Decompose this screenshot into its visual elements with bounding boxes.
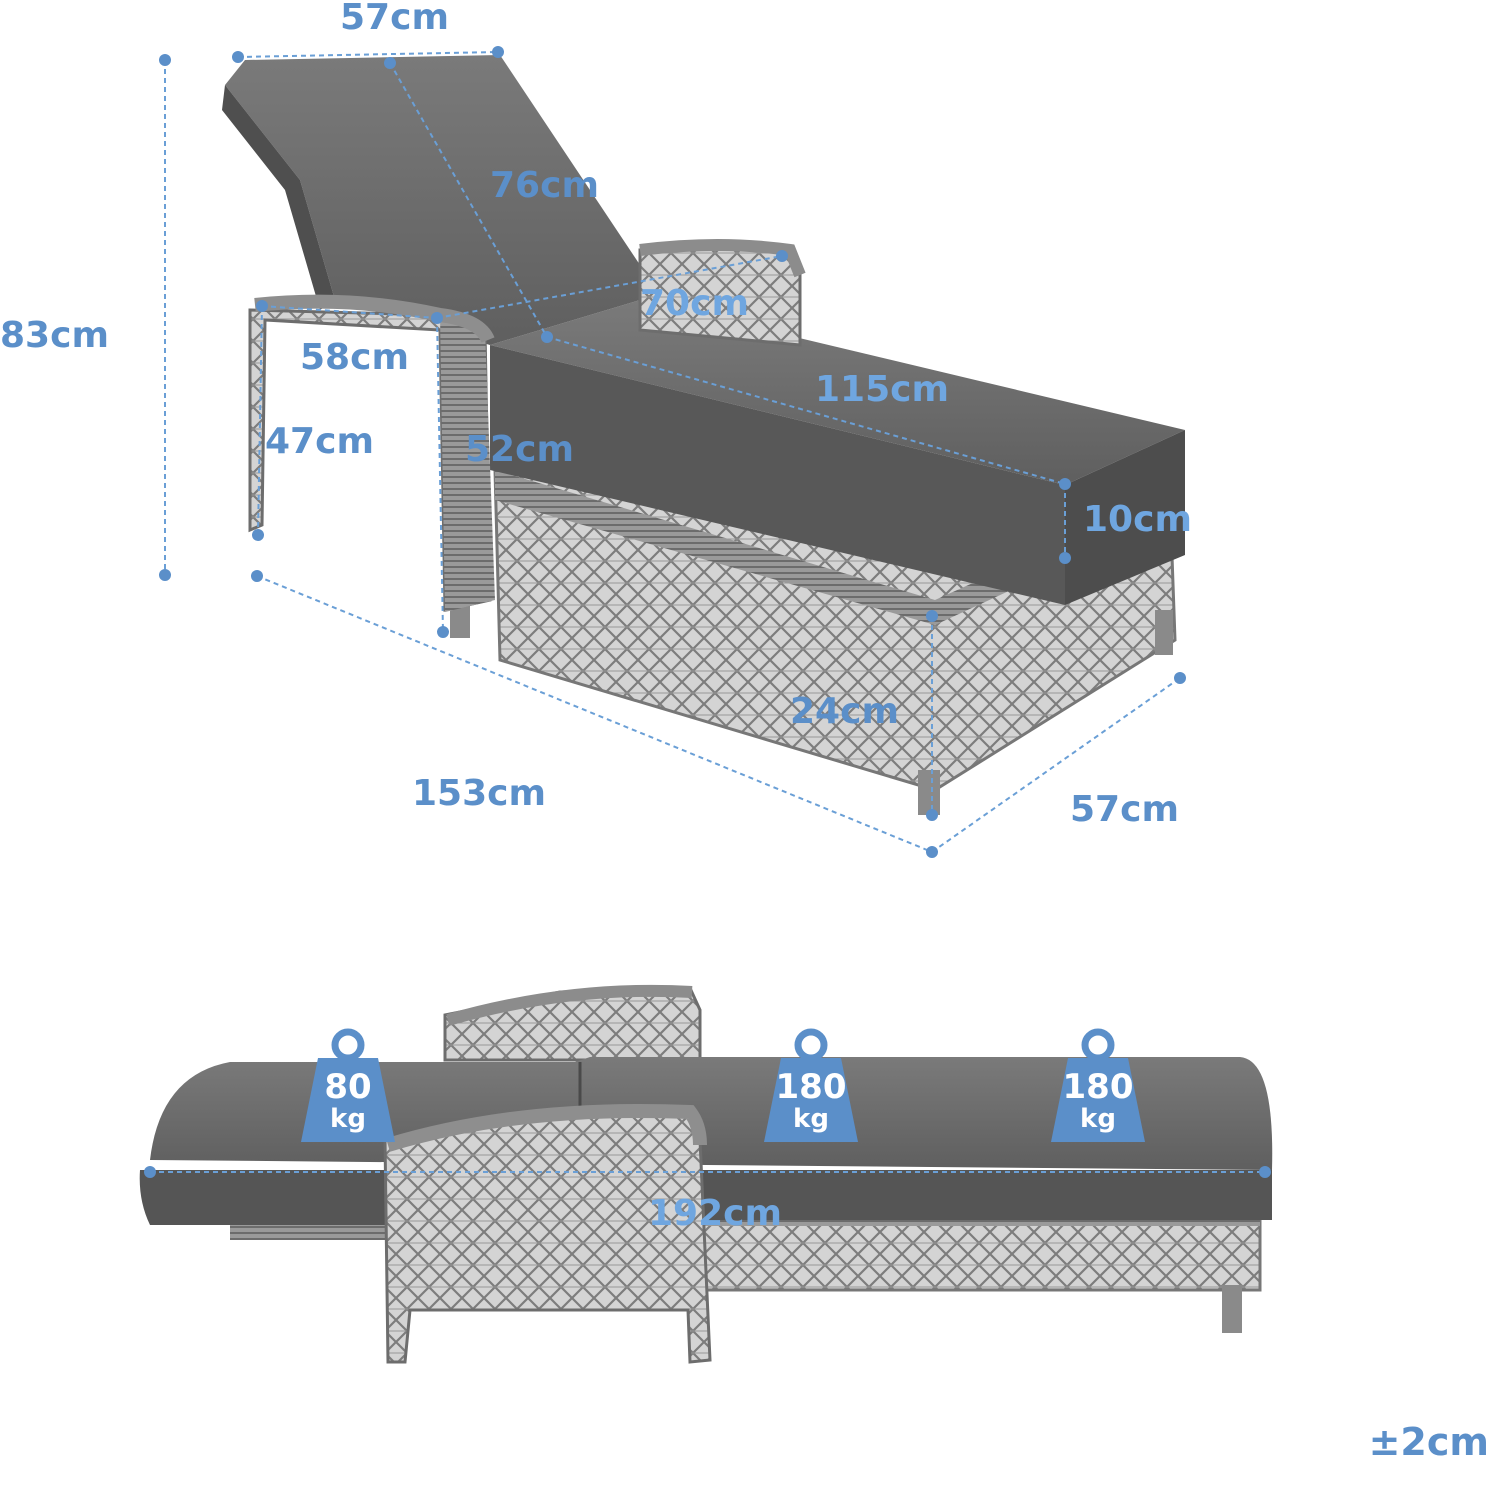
- dim-line-arm-inner: [436, 317, 444, 633]
- seat-cushion-front: [490, 345, 1065, 605]
- weight-value-3: 180: [1062, 1067, 1134, 1107]
- armrest-front-side: [440, 315, 495, 612]
- weight-marker-80: [301, 1028, 395, 1142]
- weight-unit-1: kg: [330, 1104, 366, 1134]
- weight-value-1: 80: [324, 1067, 372, 1107]
- label-total-length: 153cm: [412, 773, 546, 814]
- backrest-cushion-edge: [222, 85, 335, 310]
- label-top-width: 57cm: [340, 0, 449, 38]
- backrest-cushion: [225, 55, 640, 345]
- label-inner-width: 70cm: [640, 283, 749, 324]
- dimension-points-top: [159, 46, 1186, 858]
- weight-markers: [301, 1028, 1145, 1142]
- lounger-reclined: [222, 55, 1185, 815]
- flat-leg: [1222, 1285, 1242, 1333]
- lounger-leg: [918, 770, 940, 815]
- weight-label-3: 180 kg: [1048, 1070, 1148, 1132]
- armrest-front-top: [254, 294, 495, 344]
- dim-line-bottom-width: [931, 677, 1181, 853]
- weight-unit-2: kg: [793, 1104, 829, 1134]
- dimension-flat-length: [144, 1166, 1271, 1178]
- dimension-lines-top: [164, 51, 1181, 853]
- weight-marker-180-b: [1051, 1028, 1145, 1142]
- weight-marker-180-a: [764, 1028, 858, 1142]
- dim-line-total-length: [256, 575, 933, 853]
- label-cushion-thickness: 10cm: [1083, 499, 1192, 540]
- seat-cushion-top: [490, 300, 1185, 485]
- label-seat-height: 24cm: [790, 691, 899, 732]
- seat-cushion-side: [1065, 430, 1185, 605]
- label-flat-length: 192cm: [648, 1193, 782, 1234]
- lounger-flat: [139, 984, 1273, 1364]
- dim-line-armrest-depth: [261, 305, 438, 319]
- label-seat-length: 115cm: [815, 369, 949, 410]
- label-arm-height-inner: 52cm: [465, 429, 574, 470]
- weight-label-2: 180 kg: [761, 1070, 861, 1132]
- dim-line-backrest: [389, 62, 548, 338]
- dim-line-inner-width: [436, 255, 783, 319]
- weight-value-2: 180: [775, 1067, 847, 1107]
- tolerance-note: ±2cm: [1368, 1420, 1489, 1464]
- flat-armrest-back-top: [446, 984, 693, 1026]
- lounger-leg: [1155, 610, 1173, 655]
- label-backrest-length: 76cm: [490, 165, 599, 206]
- flat-armrest-front: [383, 1106, 712, 1364]
- label-armrest-depth: 58cm: [300, 337, 409, 378]
- dim-line-top-width: [237, 51, 499, 58]
- weight-label-1: 80 kg: [298, 1070, 398, 1132]
- label-arm-height-outer: 47cm: [265, 421, 374, 462]
- weight-unit-3: kg: [1080, 1104, 1116, 1134]
- dim-line-arm-outer: [257, 305, 263, 536]
- label-total-height: 83cm: [0, 315, 109, 356]
- label-bottom-width: 57cm: [1070, 789, 1179, 830]
- flat-base-frame: [688, 1213, 1262, 1292]
- flat-armrest-front-top: [385, 1103, 707, 1152]
- armrest-back-top: [639, 239, 806, 278]
